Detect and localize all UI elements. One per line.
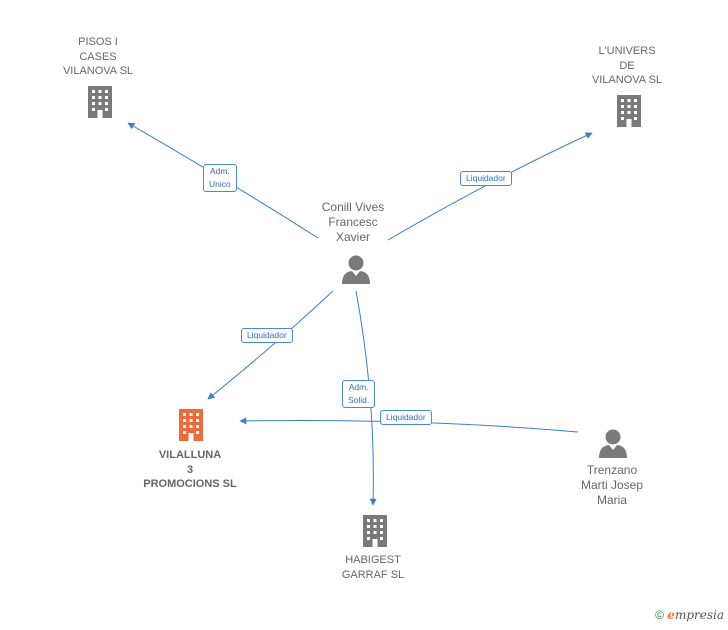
brand-logo[interactable]: empresia: [667, 608, 724, 622]
node-label-vilalluna-line-2: 3: [186, 463, 194, 476]
edge-label-conill-habigest-line-1: Adm.: [348, 382, 369, 392]
node-label-habigest-line-1: HABIGEST: [345, 554, 401, 566]
person-icon-trenzano[interactable]: [598, 428, 628, 458]
person-icon-conill[interactable]: [341, 254, 371, 284]
edge-label-conill-habigest: Adm. Solid.: [342, 380, 376, 408]
edge-label-conill-vilalluna-line-1: Liquidador: [247, 330, 287, 340]
node-label-lunivers: L'UNIVERS DE VILANOVA SL: [578, 44, 676, 88]
brand-initial: e: [667, 608, 675, 622]
building-icon-vilalluna[interactable]: [176, 408, 206, 442]
edge-label-conill-vilalluna: Liquidador: [241, 328, 293, 343]
edge-label-conill-lunivers-line-1: Liquidador: [466, 173, 506, 183]
edge-label-trenzano-vilalluna: Liquidador: [380, 410, 432, 425]
node-label-lunivers-line-3: VILANOVA SL: [591, 74, 663, 86]
node-label-trenzano-line-2: Marti Josep: [580, 478, 644, 492]
edge-line-conill-vilalluna: [207, 290, 334, 400]
node-label-pisos-line-3: VILANOVA SL: [62, 65, 134, 77]
edge-label-conill-lunivers: Liquidador: [460, 171, 512, 186]
node-label-pisos: PISOS I CASES VILANOVA SL: [50, 35, 146, 79]
node-label-pisos-line-1: PISOS I: [78, 36, 118, 48]
node-label-vilalluna-line-3: PROMOCIONS SL: [143, 478, 237, 490]
edge-label-conill-pisos: Adm. Unico: [203, 164, 237, 192]
node-label-lunivers-line-1: L'UNIVERS: [598, 45, 656, 57]
copyright-symbol: ©: [655, 608, 664, 622]
node-label-vilalluna-line-1: VILALLUNA: [158, 449, 222, 461]
edge-label-conill-pisos-line-2: Unico: [209, 179, 231, 189]
node-label-trenzano-line-1: Trenzano: [586, 463, 638, 477]
node-label-habigest: HABIGEST GARRAF SL: [323, 553, 423, 582]
node-label-vilalluna: VILALLUNA 3 PROMOCIONS SL: [130, 448, 250, 492]
node-label-conill-line-2: Francesc: [328, 215, 378, 229]
brand-rest: mpresia: [674, 608, 724, 622]
node-label-conill: Conill Vives Francesc Xavier: [303, 200, 403, 245]
building-icon-lunivers[interactable]: [614, 94, 644, 128]
edge-label-conill-pisos-line-1: Adm.: [209, 166, 230, 176]
node-label-trenzano: Trenzano Marti Josep Maria: [562, 463, 662, 508]
node-label-trenzano-line-3: Maria: [596, 493, 627, 507]
edge-line-conill-lunivers: [387, 132, 593, 241]
node-label-lunivers-line-2: DE: [619, 59, 635, 72]
edge-label-conill-habigest-line-2: Solid.: [348, 395, 370, 405]
node-label-conill-line-3: Xavier: [335, 230, 370, 244]
building-icon-habigest[interactable]: [360, 514, 390, 548]
node-label-habigest-line-2: GARRAF SL: [341, 568, 405, 581]
node-label-conill-line-1: Conill Vives: [321, 200, 385, 214]
building-icon-pisos[interactable]: [85, 85, 115, 119]
edge-label-trenzano-vilalluna-line-1: Liquidador: [386, 412, 426, 422]
footer-brand: © empresia: [655, 608, 724, 622]
node-label-pisos-line-2: CASES: [79, 50, 117, 63]
